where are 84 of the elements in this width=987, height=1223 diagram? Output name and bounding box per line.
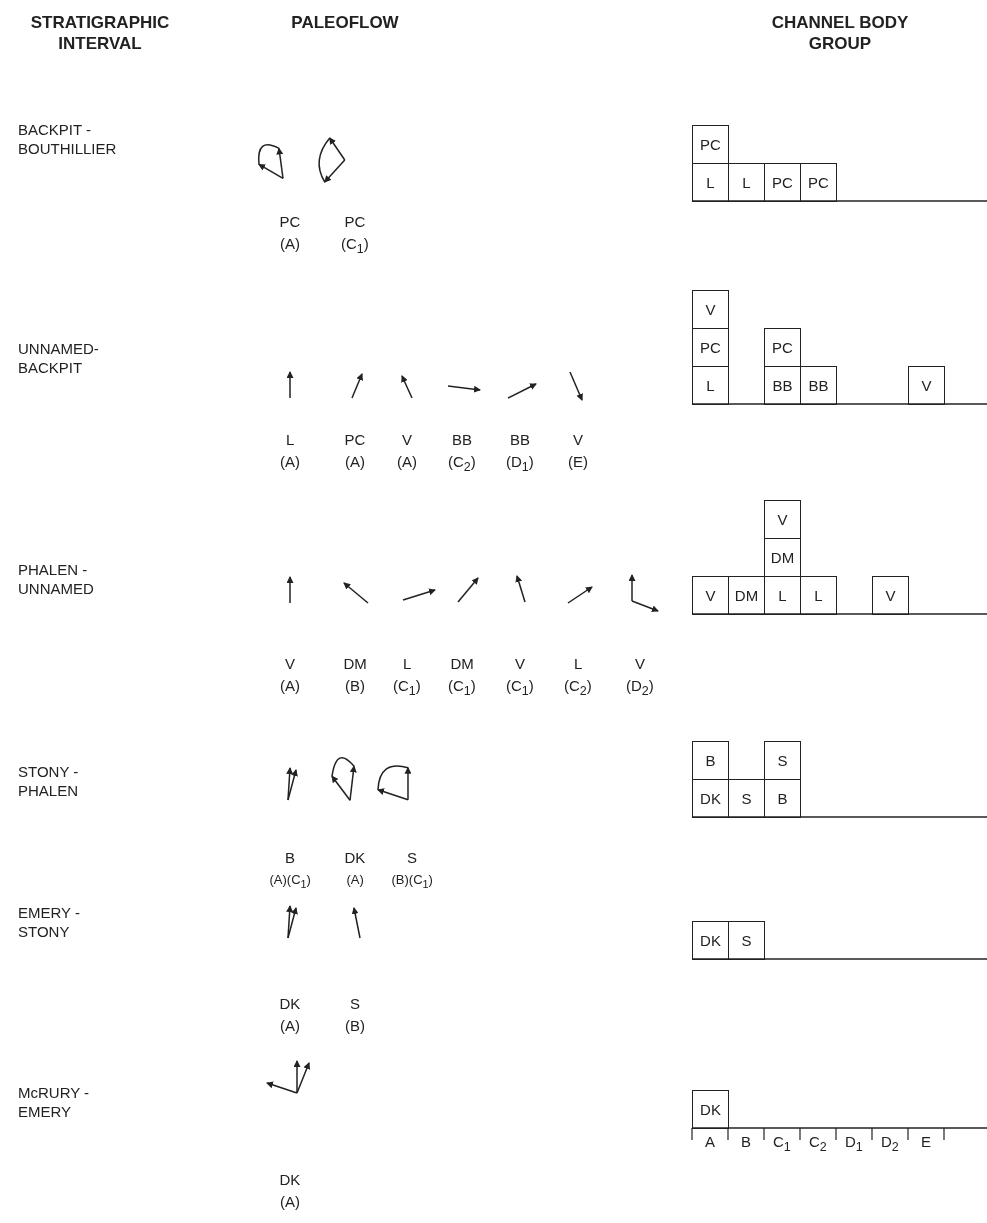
channel-group-code: (A) [280, 452, 300, 471]
axis-label: C$_{1}$ [773, 1132, 791, 1156]
column-heading: PALEOFLOW [290, 12, 400, 33]
channel-body-box: BB [764, 366, 801, 405]
channel-code: DK [279, 994, 301, 1013]
channel-group-code: (A) [346, 871, 364, 889]
channel-group-code: (B) [345, 1016, 365, 1035]
channel-body-box: L [800, 576, 837, 615]
channel-body-box: DM [764, 538, 801, 577]
channel-group-code: (E) [568, 452, 588, 471]
channel-body-box: V [692, 290, 729, 329]
channel-code: PC [279, 212, 301, 231]
channel-group-code: (C$_{2}$) [564, 676, 592, 700]
axis-label: A [705, 1132, 715, 1151]
channel-group-code: (A)(C$_{1}$) [269, 871, 311, 892]
channel-body-box: B [692, 741, 729, 780]
channel-code: S [407, 848, 417, 867]
channel-code: DM [450, 654, 474, 673]
channel-body-box: PC [692, 125, 729, 164]
channel-body-box: B [764, 779, 801, 818]
channel-code: B [285, 848, 295, 867]
interval-name: STONY - PHALEN [18, 762, 80, 800]
channel-code: DK [279, 1170, 301, 1189]
channel-code: V [515, 654, 525, 673]
interval-name: UNNAMED- BACKPIT [18, 339, 100, 377]
column-heading: STRATIGRAPHIC INTERVAL [29, 12, 171, 54]
channel-body-box: DK [692, 1090, 729, 1129]
channel-body-box: PC [692, 328, 729, 367]
column-heading: CHANNEL BODY GROUP [770, 12, 910, 54]
channel-group-code: (A) [397, 452, 417, 471]
channel-group-code: (D$_{2}$) [626, 676, 654, 700]
channel-group-code: (A) [345, 452, 365, 471]
channel-code: DM [343, 654, 367, 673]
channel-body-box: L [728, 163, 765, 202]
channel-group-code: (A) [280, 1016, 300, 1035]
channel-body-box: S [728, 779, 765, 818]
channel-code: V [402, 430, 412, 449]
channel-body-box: DK [692, 779, 729, 818]
channel-body-box: PC [800, 163, 837, 202]
channel-group-code: (C$_{1}$) [448, 676, 476, 700]
axis-label: B [741, 1132, 751, 1151]
channel-code: PC [344, 430, 366, 449]
channel-group-code: (C$_{1}$) [506, 676, 534, 700]
interval-name: McRURY - EMERY [18, 1083, 91, 1121]
channel-group-code: (C$_{1}$) [341, 234, 369, 258]
channel-body-box: PC [764, 328, 801, 367]
channel-code: V [635, 654, 645, 673]
channel-code: BB [510, 430, 530, 449]
axis-label: E [921, 1132, 931, 1151]
channel-code: L [286, 430, 295, 449]
channel-group-code: (A) [280, 234, 300, 253]
channel-body-box: V [872, 576, 909, 615]
channel-body-box: BB [800, 366, 837, 405]
channel-group-code: (C$_{1}$) [393, 676, 421, 700]
channel-body-box: DM [728, 576, 765, 615]
channel-body-box: L [692, 163, 729, 202]
axis-label: D$_{2}$ [881, 1132, 899, 1156]
channel-group-code: (A) [280, 1192, 300, 1211]
interval-name: EMERY - STONY [18, 903, 81, 941]
channel-body-box: S [764, 741, 801, 780]
channel-code: V [573, 430, 583, 449]
axis-label: D$_{1}$ [845, 1132, 863, 1156]
channel-body-box: V [764, 500, 801, 539]
channel-group-code: (D$_{1}$) [506, 452, 534, 476]
channel-body-box: PC [764, 163, 801, 202]
channel-code: S [350, 994, 360, 1013]
channel-body-box: V [692, 576, 729, 615]
interval-name: BACKPIT - BOUTHILLIER [18, 120, 118, 158]
channel-body-box: V [908, 366, 945, 405]
channel-group-code: (C$_{2}$) [448, 452, 476, 476]
channel-code: L [403, 654, 412, 673]
channel-code: BB [452, 430, 472, 449]
channel-group-code: (B)(C$_{1}$) [391, 871, 433, 892]
channel-code: L [574, 654, 583, 673]
channel-code: V [285, 654, 295, 673]
channel-body-box: S [728, 921, 765, 960]
interval-name: PHALEN - UNNAMED [18, 560, 95, 598]
channel-code: DK [344, 848, 366, 867]
channel-body-box: DK [692, 921, 729, 960]
channel-code: PC [344, 212, 366, 231]
axis-label: C$_{2}$ [809, 1132, 827, 1156]
channel-group-code: (B) [345, 676, 365, 695]
channel-body-box: L [692, 366, 729, 405]
channel-group-code: (A) [280, 676, 300, 695]
